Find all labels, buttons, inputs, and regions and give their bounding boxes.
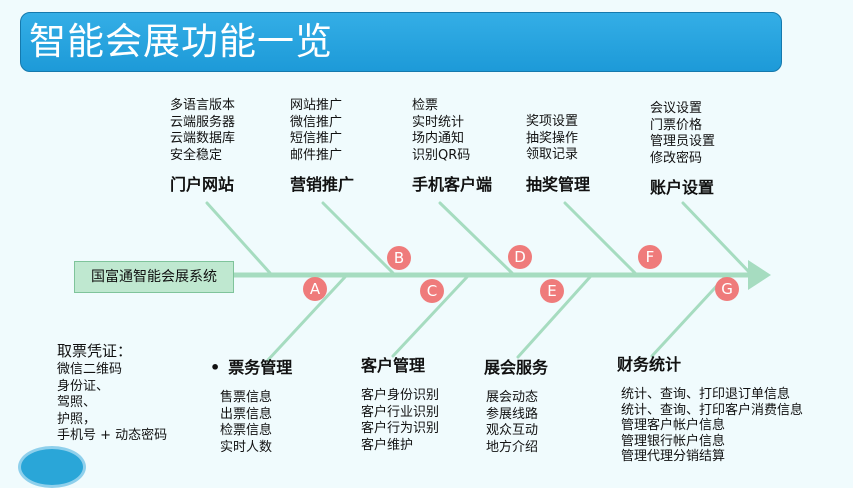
customer-item: 客户行为识别 (361, 421, 440, 437)
lottery-item: 领取记录 (526, 147, 579, 163)
spine-arrowhead (748, 260, 771, 290)
marketing-item: 网站推广 (290, 98, 343, 113)
credential-item: 手机号 + 动态密码 (57, 428, 168, 443)
bone-marketing (321, 201, 395, 275)
ticketing-items: 售票信息 出票信息 检票信息 实时人数 (210, 390, 350, 456)
page-title: 智能会展功能一览 (29, 20, 333, 63)
title-banner: 智能会展功能一览 (20, 12, 782, 72)
badge-b: B (387, 246, 411, 270)
fishbone-diagram (205, 201, 771, 362)
ticket-credentials-note: 取票凭证： 微信二维码 身份证、 驾照、 护照， 手机号 + 动态密码 (57, 341, 167, 445)
badge-g: G (715, 277, 739, 301)
expo-service-item: 地方介绍 (486, 439, 539, 455)
customer-items: 客户身份识别 客户行业识别 客户行为识别 客户维护 (361, 388, 501, 454)
account-item: 修改密码 (650, 150, 703, 166)
expo-service-items: 展会动态 参展线路 观众互动 地方介绍 (484, 390, 624, 456)
category-expo-service: 展会服务 (484, 358, 549, 377)
mobile-item: 检票 (412, 98, 439, 113)
bone-expo-service (516, 275, 592, 359)
ticket-credentials-title: 取票凭证： (57, 342, 133, 360)
category-finance: 财务统计 (617, 355, 682, 374)
account-item: 管理员设置 (650, 134, 716, 150)
badge-d: D (508, 245, 532, 269)
spine-label: 国富通智能会展系统 (74, 261, 234, 293)
ticketing-item: 出票信息 (220, 406, 273, 422)
badge-a: A (303, 277, 327, 301)
badge-c: C (420, 279, 444, 303)
category-marketing: 营销推广 (290, 175, 355, 195)
portal-item: 云端数据库 (170, 131, 236, 147)
category-account: 账户设置 (650, 178, 715, 198)
finance-item: 管理客户帐户信息 (621, 418, 726, 433)
account-item: 会议设置 (650, 101, 703, 116)
portal-item: 云端服务器 (170, 114, 236, 130)
bone-customer (391, 275, 469, 358)
category-mobile: 手机客户端 (412, 175, 493, 195)
lottery-item: 抽奖操作 (526, 130, 579, 146)
branch-finance: 财务统计 统计、查询、打印退订单信息 统计、查询、打印客户消费信息 管理客户帐户… (617, 354, 817, 465)
customer-item: 客户身份识别 (361, 388, 440, 403)
portal-item: 安全稳定 (170, 147, 223, 163)
branch-lottery: 奖项设置 抽奖操作 领取记录 抽奖管理 (526, 114, 666, 196)
bone-lottery (563, 201, 637, 275)
ticketing-item: 检票信息 (220, 423, 273, 439)
ticketing-item: 实时人数 (220, 439, 273, 455)
category-ticketing-label: 票务管理 (228, 358, 293, 377)
category-ticketing: • 票务管理 (210, 357, 350, 379)
account-item: 门票价格 (650, 117, 703, 133)
badge-e: E (540, 279, 564, 303)
mobile-item: 场内通知 (412, 131, 465, 147)
category-lottery: 抽奖管理 (526, 174, 591, 194)
finance-item: 管理银行帐户信息 (621, 433, 726, 449)
marketing-item: 短信推广 (290, 131, 343, 147)
credential-item: 身份证、 (57, 378, 110, 394)
bone-finance (650, 275, 727, 358)
branch-mobile: 检票 实时统计 场内通知 识别QR码 手机客户端 (412, 98, 552, 196)
fishbone-bones (205, 201, 771, 362)
expo-service-item: 观众互动 (486, 423, 539, 439)
finance-item: 统计、查询、打印退订单信息 (621, 387, 791, 402)
branch-account: 会议设置 门票价格 管理员设置 修改密码 账户设置 (650, 101, 790, 199)
customer-item: 客户维护 (361, 437, 414, 453)
customer-item: 客户行业识别 (361, 404, 440, 420)
credential-item: 微信二维码 (57, 362, 123, 377)
finance-items: 统计、查询、打印退订单信息 统计、查询、打印客户消费信息 管理客户帐户信息 管理… (617, 387, 817, 465)
credential-item: 驾照、 (57, 395, 97, 410)
finance-item: 统计、查询、打印客户消费信息 (621, 402, 804, 418)
portal-item: 多语言版本 (170, 98, 236, 113)
mobile-item: 实时统计 (412, 114, 465, 130)
badge-f: F (638, 245, 662, 269)
branch-ticketing: • 票务管理 售票信息 出票信息 检票信息 实时人数 (210, 357, 350, 456)
bone-account (681, 201, 752, 275)
branch-portal: 多语言版本 云端服务器 云端数据库 安全稳定 门户网站 (170, 98, 310, 196)
branch-expo-service: 展会服务 展会动态 参展线路 观众互动 地方介绍 (484, 357, 624, 456)
bone-mobile (438, 201, 514, 275)
bone-ticketing (266, 275, 347, 362)
credential-item: 护照， (57, 411, 97, 427)
category-customer: 客户管理 (361, 356, 426, 375)
finance-item: 管理代理分销结算 (621, 449, 726, 464)
marketing-item: 微信推广 (290, 114, 343, 130)
expo-service-item: 展会动态 (486, 390, 539, 405)
branch-marketing: 网站推广 微信推广 短信推广 邮件推广 营销推广 (290, 98, 430, 196)
branch-customer: 客户管理 客户身份识别 客户行业识别 客户行为识别 客户维护 (361, 355, 501, 454)
expo-service-item: 参展线路 (486, 406, 539, 422)
bone-portal (205, 201, 272, 275)
category-portal: 门户网站 (170, 175, 235, 195)
bullet-dot: • (210, 358, 221, 377)
mobile-item: 识别QR码 (412, 147, 471, 163)
ticketing-item: 售票信息 (220, 390, 273, 405)
marketing-item: 邮件推广 (290, 147, 343, 163)
lottery-item: 奖项设置 (526, 114, 579, 129)
